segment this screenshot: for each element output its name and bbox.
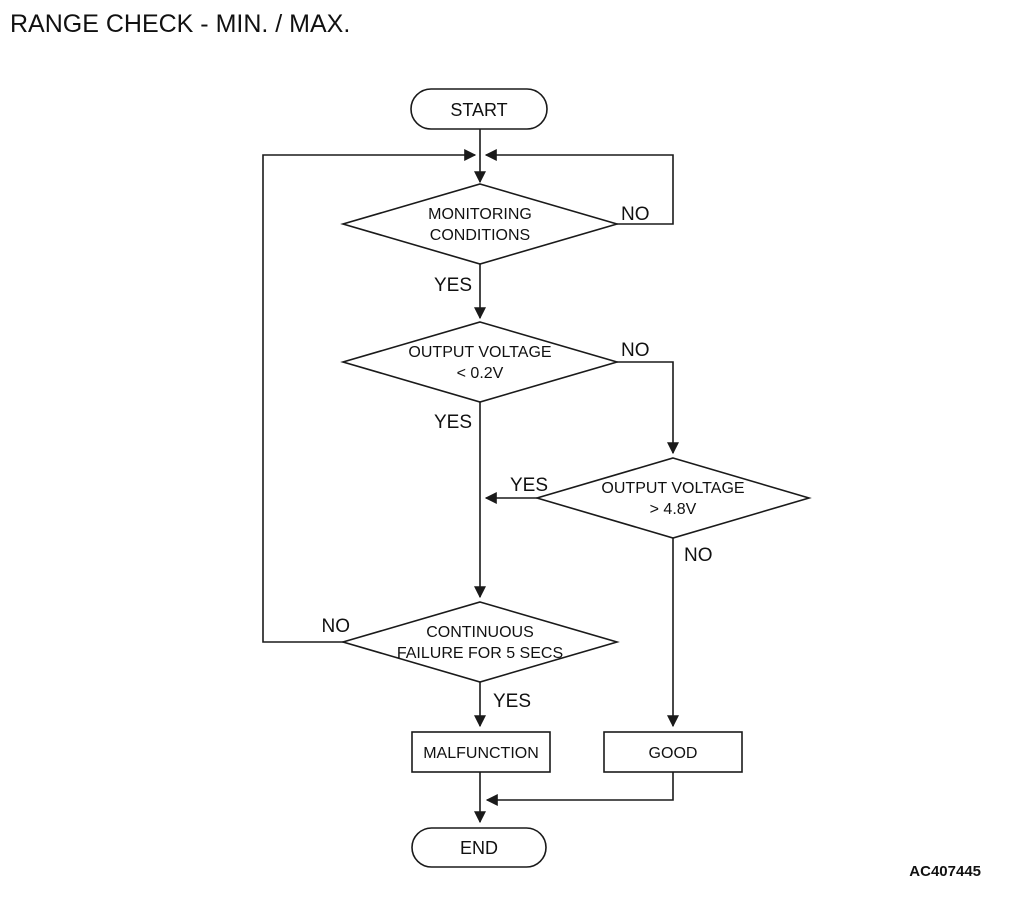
- end-node: [411, 827, 547, 868]
- figure-id: AC407445: [909, 863, 981, 880]
- edge-good-to-merge: [485, 772, 674, 806]
- continuous-failure-line1: CONTINUOUS: [426, 624, 534, 641]
- output-voltage-low-decision: [340, 321, 620, 403]
- continuous-failure-decision: [340, 601, 620, 683]
- label-output-low-yes: YES: [434, 412, 472, 433]
- label-output-high-no: NO: [684, 545, 713, 566]
- label-output-high-yes: YES: [510, 475, 548, 496]
- label-continuous-yes: YES: [493, 691, 531, 712]
- label-continuous-no: NO: [322, 616, 351, 637]
- output-voltage-low-line1: OUTPUT VOLTAGE: [408, 344, 551, 361]
- label-output-low-no: NO: [621, 340, 650, 361]
- label-monitoring-no: NO: [621, 204, 650, 225]
- start-node: [410, 88, 548, 130]
- output-voltage-high-line2: > 4.8V: [650, 501, 697, 518]
- monitoring-conditions-decision: [340, 183, 620, 265]
- output-voltage-high-line1: OUTPUT VOLTAGE: [601, 480, 744, 497]
- output-voltage-low-line2: < 0.2V: [457, 365, 504, 382]
- page-title: RANGE CHECK - MIN. / MAX.: [10, 10, 350, 38]
- label-monitoring-yes: YES: [434, 275, 472, 296]
- edge-continuous-no-return: [262, 149, 477, 643]
- malfunction-label: MALFUNCTION: [423, 745, 539, 762]
- edge-output-low-no: [617, 361, 679, 455]
- continuous-failure-line2: FAILURE FOR 5 SECS: [397, 645, 563, 662]
- output-voltage-high-decision: [534, 457, 812, 539]
- malfunction-box: [411, 731, 551, 773]
- edge-monitoring-no-return: [484, 149, 674, 225]
- monitoring-conditions-line1: MONITORING: [428, 206, 532, 223]
- good-label: GOOD: [649, 745, 698, 762]
- monitoring-conditions-line2: CONDITIONS: [430, 227, 530, 244]
- good-box: [603, 731, 743, 773]
- start-node-label: START: [450, 100, 507, 120]
- end-node-label: END: [460, 838, 498, 858]
